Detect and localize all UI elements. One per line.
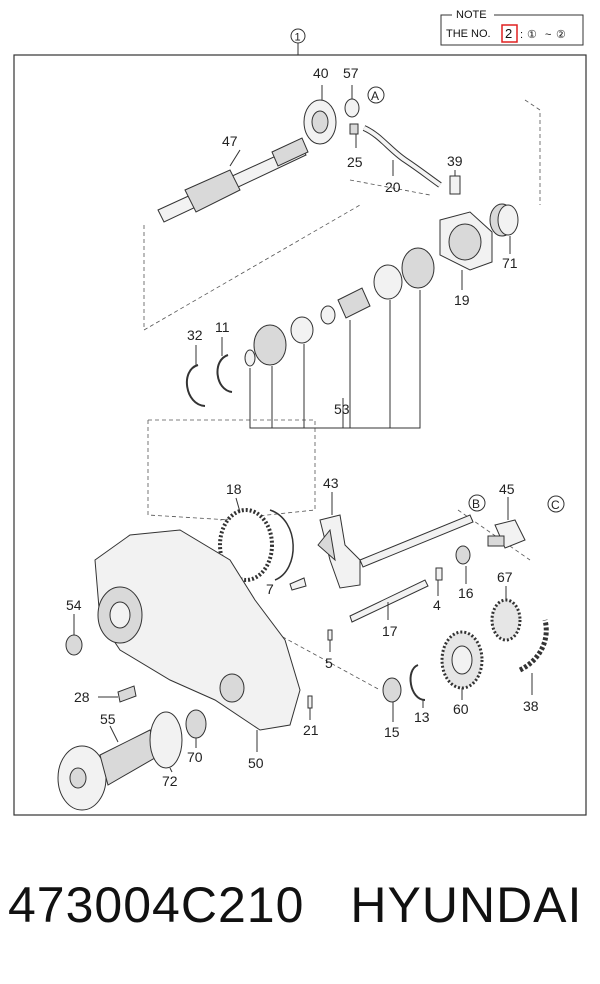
bolt-7 <box>289 577 307 591</box>
sprocket-67 <box>490 586 522 642</box>
bearing-15 <box>382 677 402 722</box>
housing-19 <box>439 211 493 290</box>
assembly-number: 1 <box>290 28 306 55</box>
gear-71 <box>489 203 519 254</box>
part-number: 473004C210 <box>8 877 305 933</box>
svg-text:C: C <box>551 498 560 512</box>
deflector-72 <box>149 711 183 773</box>
gear-set-53 <box>244 247 435 429</box>
note-box: NOTE THE NO. 2 : ① ~ ② <box>440 9 584 46</box>
pin-25 <box>349 123 359 148</box>
part-labels: 40 57 47 25 20 39 71 19 32 11 53 18 43 4… <box>66 65 539 789</box>
label-28: 28 <box>74 689 90 705</box>
note-tilde: ~ <box>545 29 551 41</box>
chain-38 <box>518 619 549 695</box>
bearing-16 <box>455 545 471 584</box>
label-11: 11 <box>215 319 230 335</box>
transfer-case-50 <box>94 529 301 752</box>
label-18: 18 <box>226 481 242 497</box>
svg-text:1: 1 <box>295 32 301 44</box>
seal-70 <box>185 709 207 748</box>
actuator-45 <box>487 497 526 549</box>
note-highlight-box <box>501 24 518 43</box>
callout-a: A <box>367 86 385 104</box>
label-19: 19 <box>454 292 470 308</box>
note-range-to: ② <box>556 29 566 41</box>
seal-54 <box>65 614 83 656</box>
label-45: 45 <box>499 481 515 497</box>
label-16: 16 <box>458 585 474 601</box>
svg-text:B: B <box>472 497 480 511</box>
label-67: 67 <box>497 569 513 585</box>
pin-21 <box>307 695 313 720</box>
label-72: 72 <box>162 773 178 789</box>
brand-name: HYUNDAI <box>350 877 583 933</box>
callout-b: B <box>468 494 486 512</box>
label-21: 21 <box>303 722 319 738</box>
label-39: 39 <box>447 153 463 169</box>
note-prefix: THE NO. <box>446 28 491 40</box>
diagram-frame <box>13 54 587 816</box>
label-40: 40 <box>313 65 329 81</box>
snap-ring-13 <box>409 664 426 708</box>
label-57: 57 <box>343 65 359 81</box>
label-38: 38 <box>523 698 539 714</box>
label-17: 17 <box>382 623 398 639</box>
label-20: 20 <box>385 179 401 195</box>
exploded-parts-diagram: NOTE THE NO. 2 : ① ~ ② 1 <box>13 9 587 816</box>
sensor-39 <box>449 170 461 195</box>
pin-4 <box>435 567 443 596</box>
shift-fork-43 <box>317 492 361 589</box>
note-title: NOTE <box>456 9 487 21</box>
svg-text:A: A <box>371 89 379 103</box>
label-5: 5 <box>325 655 333 671</box>
seal-57 <box>344 85 360 118</box>
label-13: 13 <box>414 709 430 725</box>
callout-c: C <box>547 495 565 513</box>
label-71: 71 <box>502 255 518 271</box>
flange-40 <box>303 85 337 145</box>
label-25: 25 <box>347 154 363 170</box>
gear-60 <box>440 630 484 700</box>
note-range-from: ① <box>527 29 537 41</box>
label-53: 53 <box>334 401 350 417</box>
output-shaft-47 <box>157 137 309 223</box>
note-highlighted-number: 2 <box>505 26 512 41</box>
caption: 473004C210 HYUNDAI <box>8 876 592 956</box>
label-47: 47 <box>222 133 238 149</box>
label-43: 43 <box>323 475 339 491</box>
label-54: 54 <box>66 597 82 613</box>
snap-ring-11 <box>216 337 233 393</box>
companion-flange-55 <box>57 725 161 811</box>
plug-28 <box>98 685 137 703</box>
label-7: 7 <box>266 581 274 597</box>
label-70: 70 <box>187 749 203 765</box>
ring-gear-18 <box>218 497 294 582</box>
pin-5 <box>327 629 333 652</box>
svg-text::: : <box>520 29 523 41</box>
snap-ring-32 <box>185 345 206 407</box>
label-32: 32 <box>187 327 203 343</box>
label-60: 60 <box>453 701 469 717</box>
shift-rail <box>349 514 474 623</box>
label-55: 55 <box>100 711 116 727</box>
label-50: 50 <box>248 755 264 771</box>
label-4: 4 <box>433 597 441 613</box>
label-15: 15 <box>384 724 400 740</box>
breather-hose-20 <box>362 125 442 188</box>
